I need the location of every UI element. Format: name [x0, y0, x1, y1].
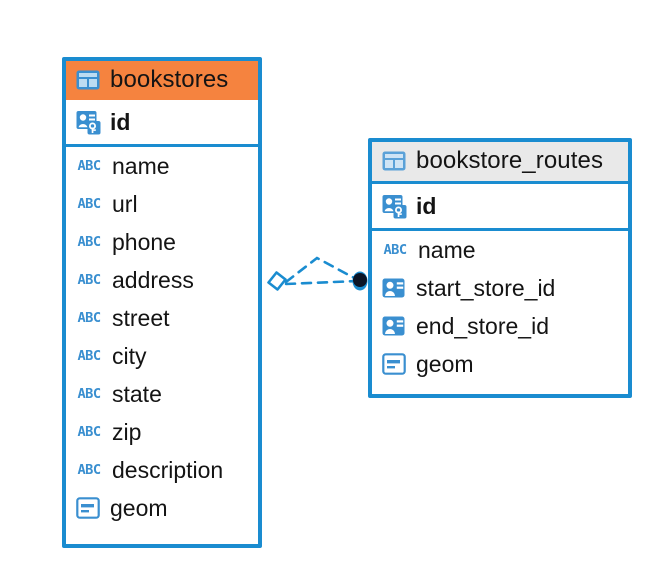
entity-bookstores-name: bookstores: [110, 66, 229, 93]
field-label-end-store-id: end_store_id: [416, 312, 549, 339]
field-row-state[interactable]: ABC state: [66, 375, 258, 413]
target-marker-ring: [352, 271, 368, 291]
field-row-name[interactable]: ABC name: [66, 147, 258, 185]
field-label-address: address: [112, 266, 194, 293]
field-row-street[interactable]: ABC street: [66, 299, 258, 337]
field-row-geom[interactable]: geom: [372, 345, 628, 383]
entity-bookstore-routes-fields: ABC name start_store_id: [372, 231, 628, 383]
field-label-name: name: [418, 236, 476, 263]
field-row-name[interactable]: ABC name: [372, 231, 628, 269]
abc-icon: ABC: [77, 196, 101, 212]
abc-icon: ABC: [77, 158, 101, 174]
relationship-connector[interactable]: [262, 240, 372, 320]
abc-icon: ABC: [77, 234, 101, 250]
field-label-geom: geom: [416, 350, 474, 377]
field-row-id[interactable]: id: [372, 184, 628, 228]
entity-bookstore-routes-header[interactable]: bookstore_routes: [372, 142, 628, 181]
field-row-phone[interactable]: ABC phone: [66, 223, 258, 261]
field-label-phone: phone: [112, 228, 176, 255]
abc-icon: ABC: [77, 348, 101, 364]
field-label-description: description: [112, 456, 224, 483]
abc-icon: ABC: [77, 310, 101, 326]
relationship-line-lower: [284, 279, 360, 286]
relationship-line-upper: [284, 256, 360, 284]
abc-icon: ABC: [77, 424, 101, 440]
entity-bookstore-routes-pk-section: id: [372, 181, 628, 231]
primary-key-icon: [381, 193, 407, 219]
field-label-zip: zip: [112, 418, 142, 445]
abc-icon: ABC: [77, 386, 101, 402]
field-row-url[interactable]: ABC url: [66, 185, 258, 223]
geometry-icon: [381, 351, 407, 377]
table-icon: [381, 148, 407, 174]
geometry-icon: [75, 495, 101, 521]
entity-bookstores[interactable]: bookstores id: [62, 57, 262, 548]
field-row-end-store-id[interactable]: end_store_id: [372, 307, 628, 345]
foreign-key-icon: [381, 275, 407, 301]
entity-bookstore-routes-name: bookstore_routes: [416, 147, 604, 174]
abc-icon: ABC: [77, 272, 101, 288]
field-label-url: url: [112, 190, 138, 217]
target-marker-circle-icon: [353, 273, 367, 287]
field-row-description[interactable]: ABC description: [66, 451, 258, 489]
field-label-geom: geom: [110, 494, 168, 521]
field-label-state: state: [112, 380, 162, 407]
primary-key-icon: [75, 109, 101, 135]
source-marker-rhombus-icon: [267, 271, 287, 291]
field-row-id[interactable]: id: [66, 100, 258, 144]
field-label-name: name: [112, 152, 170, 179]
entity-bookstores-fields: ABC name ABC url ABC phone ABC address A…: [66, 147, 258, 527]
field-label-id: id: [110, 108, 131, 135]
abc-icon: ABC: [77, 462, 101, 478]
abc-icon: ABC: [383, 242, 407, 258]
field-label-id: id: [416, 192, 437, 219]
field-label-start-store-id: start_store_id: [416, 274, 556, 301]
field-row-address[interactable]: ABC address: [66, 261, 258, 299]
field-row-start-store-id[interactable]: start_store_id: [372, 269, 628, 307]
field-row-geom[interactable]: geom: [66, 489, 258, 527]
entity-bookstores-header[interactable]: bookstores: [66, 61, 258, 100]
field-label-city: city: [112, 342, 147, 369]
field-row-zip[interactable]: ABC zip: [66, 413, 258, 451]
entity-bookstores-pk-section: id: [66, 100, 258, 147]
field-label-street: street: [112, 304, 170, 331]
table-icon: [75, 67, 101, 93]
field-row-city[interactable]: ABC city: [66, 337, 258, 375]
entity-bookstore-routes[interactable]: bookstore_routes: [368, 138, 632, 398]
foreign-key-icon: [381, 313, 407, 339]
